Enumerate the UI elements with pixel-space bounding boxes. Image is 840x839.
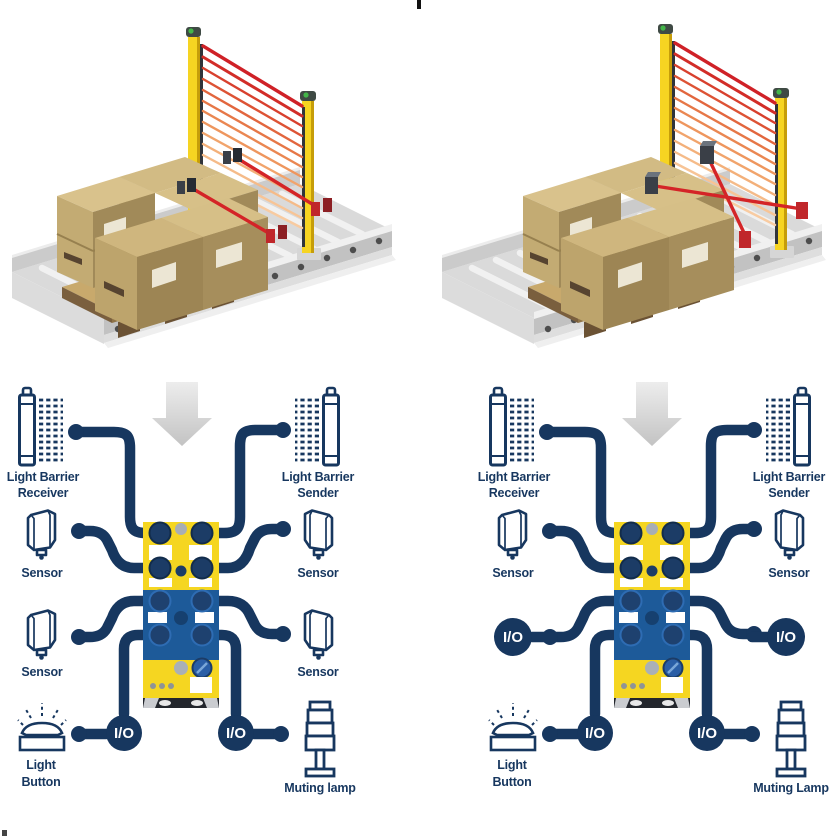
label-light-barrier-sender: Sender bbox=[768, 486, 810, 500]
light-button-icon bbox=[16, 701, 68, 752]
io-port-circle bbox=[218, 715, 254, 751]
io-port-circle bbox=[106, 715, 142, 751]
pallet-with-boxes bbox=[56, 156, 269, 339]
io-label: I/O bbox=[114, 725, 134, 742]
io-label: I/O bbox=[585, 725, 605, 742]
sensor-icon bbox=[774, 509, 805, 562]
sensor-icon bbox=[26, 509, 57, 562]
light-curtain-posts bbox=[184, 27, 321, 264]
io-port-circle bbox=[577, 715, 613, 751]
muting-lamp-icon bbox=[775, 700, 807, 778]
label-light-barrier-sender: Light Barrier bbox=[753, 470, 826, 484]
io-module bbox=[612, 520, 692, 710]
sensor-icon bbox=[303, 509, 334, 562]
label-light-barrier-sender: Sender bbox=[297, 486, 339, 500]
label-sensor: Sensor bbox=[768, 566, 810, 580]
scene-cross-muting bbox=[442, 24, 826, 348]
io-port-circle bbox=[689, 715, 725, 751]
label-sensor: Sensor bbox=[21, 566, 63, 580]
sensor-icon bbox=[497, 509, 528, 562]
light-barrier-receiver-icon bbox=[18, 386, 65, 467]
label-sensor: Sensor bbox=[297, 665, 339, 679]
label-light-barrier-receiver: Light Barrier bbox=[478, 470, 551, 484]
label-light-button: Button bbox=[492, 775, 531, 789]
label-light-barrier-receiver: Light Barrier bbox=[7, 470, 80, 484]
label-light-button: Light bbox=[26, 758, 57, 772]
light-button-icon bbox=[487, 701, 539, 752]
muting-lamp-icon bbox=[304, 700, 336, 778]
io-label: I/O bbox=[697, 725, 717, 742]
bottom-left-mark bbox=[2, 830, 7, 836]
label-light-barrier-sender: Light Barrier bbox=[282, 470, 355, 484]
io-label: I/O bbox=[226, 725, 246, 742]
label-light-barrier-receiver: Receiver bbox=[489, 486, 540, 500]
label-sensor: Sensor bbox=[297, 566, 339, 580]
light-barrier-receiver-icon bbox=[489, 386, 536, 467]
io-module bbox=[141, 520, 221, 710]
top-center-tick bbox=[417, 0, 421, 9]
down-arrow-icon bbox=[622, 382, 682, 446]
left-wiring-diagram: I/O I/O Light Barrier Receiver Light Bar… bbox=[7, 386, 356, 795]
muting-sensors-parallel bbox=[177, 148, 332, 243]
light-barrier-sender-icon bbox=[764, 386, 811, 467]
light-barrier-sender-icon bbox=[293, 386, 340, 467]
io-label: I/O bbox=[776, 629, 796, 646]
sensor-icon bbox=[26, 609, 57, 662]
label-sensor: Sensor bbox=[492, 566, 534, 580]
light-curtain-beams bbox=[673, 41, 777, 227]
label-light-barrier-receiver: Receiver bbox=[18, 486, 69, 500]
label-light-button: Button bbox=[21, 775, 60, 789]
label-sensor: Sensor bbox=[21, 665, 63, 679]
muting-sensors-cross bbox=[645, 141, 808, 248]
io-port-circle bbox=[767, 618, 805, 656]
pallet-with-boxes bbox=[522, 156, 735, 339]
io-port-circle bbox=[494, 618, 532, 656]
right-wiring-diagram: I/O I/O I/O I/O Light Barrier Receiver L… bbox=[478, 386, 830, 795]
label-muting-lamp: Muting Lamp bbox=[753, 781, 829, 795]
sensor-icon bbox=[303, 609, 334, 662]
label-muting-lamp: Muting lamp bbox=[284, 781, 356, 795]
scene-parallel-muting bbox=[12, 27, 396, 348]
down-arrow-icon bbox=[152, 382, 212, 446]
label-light-button: Light bbox=[497, 758, 528, 772]
io-label: I/O bbox=[503, 629, 523, 646]
